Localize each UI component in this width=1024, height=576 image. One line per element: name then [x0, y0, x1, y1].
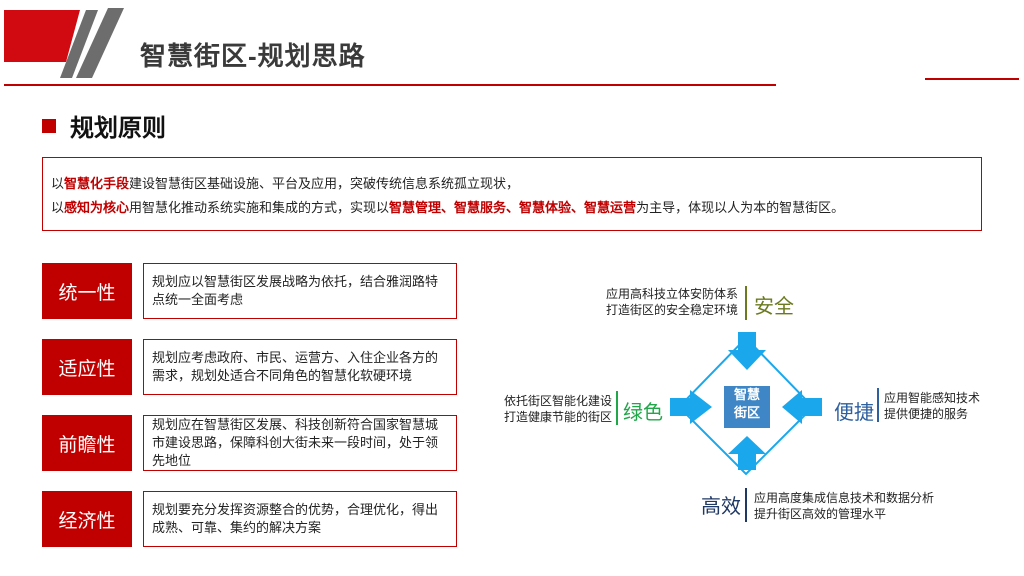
convenient-desc-line: 应用智能感知技术 [884, 391, 981, 405]
green-divider [616, 391, 618, 425]
efficient-desc: 应用高度集成信息技术和数据分析 提升街区高效的管理水平 [754, 490, 964, 522]
intro-box: 以智慧化手段建设智慧街区基础设施、平台及应用，突破传统信息系统孤立现状， 以感知… [42, 157, 982, 231]
principle-desc-foresight: 规划应在智慧街区发展、科技创新符合国家智慧城市建设思路，保障科创大街未来一段时间… [143, 415, 457, 471]
center-label-line: 街区 [733, 405, 760, 420]
principle-label-economy: 经济性 [42, 491, 132, 547]
safety-desc-line: 打造街区的安全稳定环境 [605, 303, 738, 317]
arrow-right-icon [670, 390, 712, 424]
intro-text: 用智慧化推动系统实施和集成的方式，实现以 [129, 200, 390, 215]
safety-word: 安全 [754, 296, 794, 318]
section-heading: 规划原则 [42, 108, 166, 143]
efficient-desc-line: 提升街区高效的管理水平 [754, 507, 887, 521]
intro-line-1: 以智慧化手段建设智慧街区基础设施、平台及应用，突破传统信息系统孤立现状， [51, 172, 981, 196]
center-label-line: 智慧 [733, 387, 760, 402]
efficient-desc-line: 应用高度集成信息技术和数据分析 [754, 491, 935, 505]
brand-logo [4, 8, 124, 78]
arrow-up-icon [728, 436, 766, 470]
principle-label-unity: 统一性 [42, 263, 132, 319]
efficient-word: 高效 [701, 496, 741, 518]
principle-label-foresight: 前瞻性 [42, 415, 132, 471]
principle-text: 规划要充分发挥资源整合的优势，合理优化，得出成熟、可靠、集约的解决方案 [152, 502, 439, 535]
principle-desc-adaptability: 规划应考虑政府、市民、运营方、入住企业各方的需求，规划处适合不同角色的智慧化软硬… [143, 339, 457, 395]
principle-desc-economy: 规划要充分发挥资源整合的优势，合理优化，得出成熟、可靠、集约的解决方案 [143, 491, 457, 547]
convenient-desc-line: 提供便捷的服务 [884, 407, 969, 421]
intro-text: 建设智慧街区基础设施、平台及应用，突破传统信息系统孤立现状， [129, 176, 520, 191]
safety-desc: 应用高科技立体安防体系 打造街区的安全稳定环境 [596, 286, 738, 318]
safety-divider [745, 286, 747, 320]
green-word: 绿色 [623, 402, 663, 424]
principle-text: 规划应以智慧街区发展战略为依托，结合雅润路特点统一全面考虑 [152, 274, 439, 307]
convenient-word: 便捷 [834, 402, 874, 424]
page-title: 智慧街区-规划思路 [140, 41, 366, 71]
center-label: 智慧 街区 [724, 386, 770, 428]
intro-highlight: 感知为核心 [64, 200, 130, 215]
principle-label-adaptability: 适应性 [42, 339, 132, 395]
arrow-left-icon [782, 390, 822, 424]
title-underline [4, 84, 776, 86]
green-desc-line: 打造健康节能的街区 [503, 410, 612, 424]
intro-highlight: 智慧管理、智慧服务、智慧体验、智慧运营 [389, 200, 637, 215]
section-title: 规划原则 [70, 115, 166, 142]
principle-text: 规划应考虑政府、市民、运营方、入住企业各方的需求，规划处适合不同角色的智慧化软硬… [152, 350, 439, 383]
green-desc-line: 依托街区智能化建设 [503, 394, 612, 408]
efficient-divider [745, 488, 747, 522]
safety-desc-line: 应用高科技立体安防体系 [605, 287, 738, 301]
section-bullet-icon [42, 118, 56, 133]
intro-text: 以 [51, 176, 65, 191]
intro-text: 为主导，体现以人为本的智慧街区。 [636, 200, 845, 215]
green-desc: 依托街区智能化建设 打造健康节能的街区 [494, 393, 612, 425]
convenient-desc: 应用智能感知技术 提供便捷的服务 [884, 390, 1004, 422]
arrow-down-icon [728, 332, 766, 370]
intro-line-2: 以感知为核心用智慧化推动系统实施和集成的方式，实现以智慧管理、智慧服务、智慧体验… [51, 196, 981, 220]
convenient-divider [877, 388, 879, 422]
principle-text: 规划应在智慧街区发展、科技创新符合国家智慧城市建设思路，保障科创大街未来一段时间… [152, 417, 439, 468]
accent-line [925, 78, 1019, 80]
intro-highlight: 智慧化手段 [64, 176, 130, 191]
intro-text: 以 [51, 200, 65, 215]
principle-desc-unity: 规划应以智慧街区发展战略为依托，结合雅润路特点统一全面考虑 [143, 263, 457, 319]
